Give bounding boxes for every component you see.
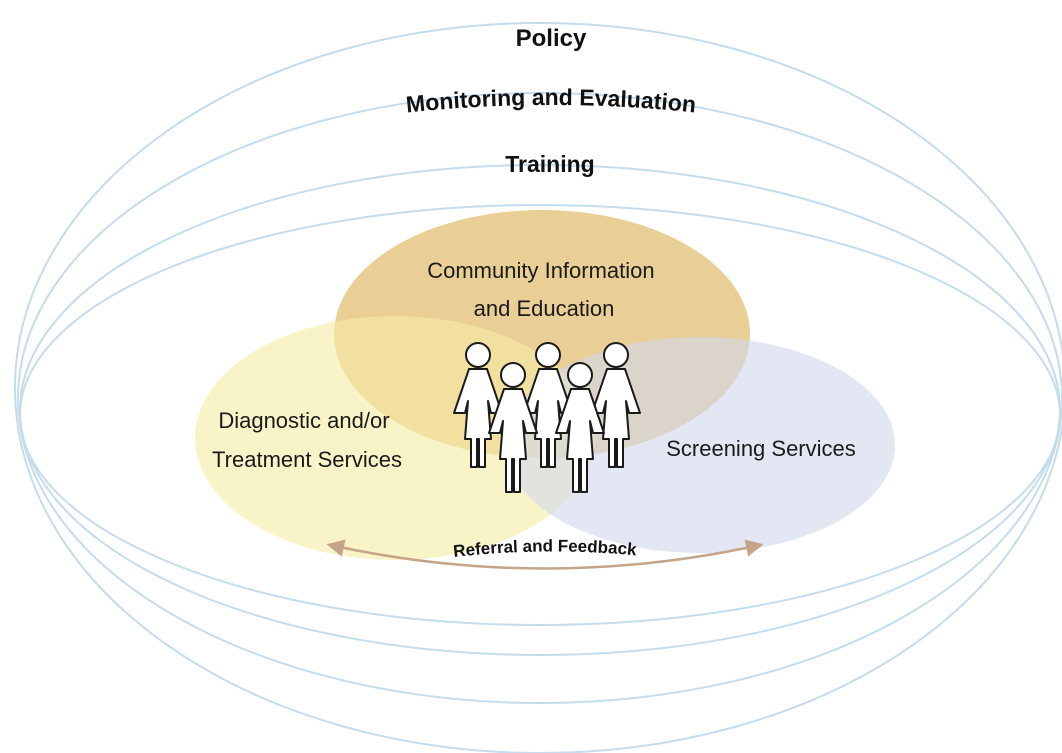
monitoring-ring xyxy=(17,92,1062,704)
diagnostic-treatment-label: Diagnostic and/or Treatment Services xyxy=(212,408,402,472)
diagnostic-treatment-circle xyxy=(195,316,595,560)
policy-ring xyxy=(14,22,1062,753)
community-information-label: Community Information and Education xyxy=(427,258,661,321)
monitoring-evaluation-label: Monitoring and Evaluation xyxy=(405,84,698,117)
policy-label: Policy xyxy=(516,25,587,52)
referral-feedback-arrow xyxy=(326,539,764,570)
screening-services-label: Screening Services xyxy=(666,436,856,461)
referral-feedback-label: Referral and Feedback xyxy=(452,536,638,561)
training-label: Training xyxy=(505,151,594,177)
group-of-women-icon xyxy=(453,342,641,493)
inner-ring xyxy=(19,204,1061,626)
